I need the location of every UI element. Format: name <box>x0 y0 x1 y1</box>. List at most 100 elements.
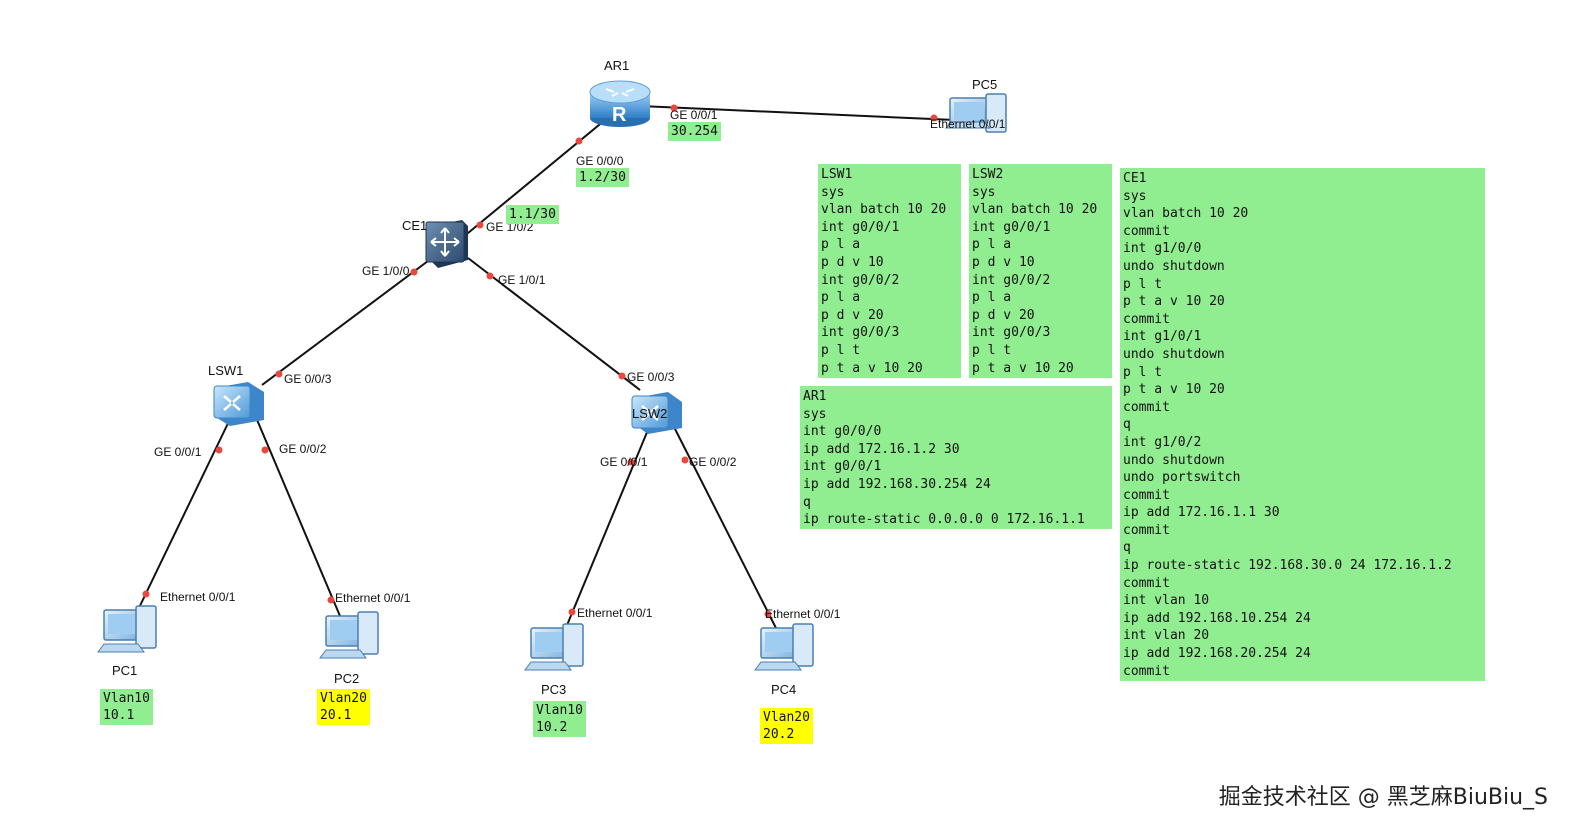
switch-lsw1-icon[interactable] <box>213 382 264 426</box>
port-label: Ethernet 0/0/1 <box>765 607 841 621</box>
config-line: sys <box>803 406 827 422</box>
vlan-label: Vlan20 <box>320 691 367 706</box>
port-label: GE 1/0/1 <box>498 273 546 287</box>
config-line: vlan batch 10 20 <box>821 202 947 218</box>
config-line: commit <box>1123 223 1170 239</box>
port-label: GE 1/0/0 <box>362 264 410 278</box>
port-dot <box>261 446 269 454</box>
config-line: ip route-static 0.0.0.0 0 172.16.1.1 <box>803 512 1085 528</box>
config-line: commit <box>1123 487 1170 503</box>
pc3-address: Vlan10 10.2 <box>533 701 586 737</box>
link-ar1-pc5 <box>639 105 956 121</box>
port-dot <box>670 104 678 112</box>
config-line: p l a <box>821 237 861 253</box>
config-title: CE1 <box>1123 171 1147 186</box>
config-line: p l t <box>1123 276 1163 292</box>
port-label: GE 0/0/0 <box>576 154 624 168</box>
port-dot <box>568 608 576 616</box>
config-line: int g0/0/1 <box>821 219 900 235</box>
port-dots <box>142 104 938 618</box>
pc2-icon[interactable] <box>319 611 379 659</box>
link-ce1-lsw2 <box>467 257 641 391</box>
vlan-label: Vlan10 <box>536 703 583 718</box>
config-line: ip add 192.168.30.254 24 <box>803 476 991 492</box>
port-label: Ethernet 0/0/1 <box>335 591 411 605</box>
port-label: Ethernet 0/0/1 <box>930 117 1006 131</box>
config-line: undo shutdown <box>1123 258 1225 274</box>
config-line: int g0/0/0 <box>803 424 882 440</box>
port-dot <box>627 458 635 466</box>
vlan-label: Vlan20 <box>763 710 810 725</box>
config-line: p t a v 10 20 <box>1123 294 1225 310</box>
config-line: p l t <box>821 342 861 358</box>
config-line: commit <box>1123 522 1170 538</box>
port-dot <box>930 114 938 122</box>
device-label-pc1: PC1 <box>112 663 137 678</box>
ip-label: 20.2 <box>763 727 795 742</box>
pc3-icon[interactable] <box>524 623 584 671</box>
config-line: p d v 20 <box>821 307 884 323</box>
port-dot <box>327 596 335 604</box>
config-line: commit <box>1123 575 1170 591</box>
port-label: GE 0/0/2 <box>279 442 327 456</box>
config-line: int g0/0/2 <box>972 272 1051 288</box>
config-line: int g1/0/1 <box>1123 329 1202 345</box>
svg-text:R: R <box>612 104 627 126</box>
config-line: p t a v 10 20 <box>1123 382 1225 398</box>
config-line: vlan batch 10 20 <box>1123 206 1249 222</box>
port-dot <box>215 446 223 454</box>
pc1-icon[interactable] <box>97 605 157 653</box>
switch-lsw2-icon[interactable] <box>631 392 682 434</box>
config-line: q <box>1123 540 1131 556</box>
device-label-pc4: PC4 <box>771 682 796 697</box>
config-line: p l t <box>972 342 1012 358</box>
config-line: p d v 20 <box>972 307 1035 323</box>
config-line: commit <box>1123 663 1170 679</box>
link-ce1-lsw1 <box>261 257 433 386</box>
config-line: p t a v 10 20 <box>821 360 923 376</box>
config-line: int g1/0/2 <box>1123 434 1202 450</box>
pc5-icon[interactable] <box>944 93 1007 133</box>
ip-label: 20.1 <box>320 708 352 723</box>
port-dot <box>410 268 418 276</box>
port-dot <box>575 137 583 145</box>
pc2-address: Vlan20 20.1 <box>317 689 370 725</box>
port-dot <box>764 610 772 618</box>
port-label: GE 0/0/1 <box>154 445 202 459</box>
device-label-ar1: AR1 <box>604 58 629 73</box>
config-line: p l a <box>972 237 1012 253</box>
config-line: sys <box>821 184 845 200</box>
config-line: commit <box>1123 399 1170 415</box>
pc4-address: Vlan20 20.2 <box>760 708 813 744</box>
config-line: ip add 172.16.1.2 30 <box>803 441 960 457</box>
pc1-address: Vlan10 10.1 <box>100 689 153 725</box>
router-ar1-icon[interactable]: R <box>589 80 651 127</box>
config-line: p t a v 10 20 <box>972 360 1074 376</box>
ip-label: 10.2 <box>536 720 568 735</box>
switch-ce1-icon[interactable] <box>425 220 468 268</box>
device-label-lsw1: LSW1 <box>208 363 243 378</box>
config-line: int g0/0/3 <box>972 325 1051 341</box>
port-dot <box>486 272 494 280</box>
config-line: p d v 10 <box>821 254 884 270</box>
pc4-icon[interactable] <box>754 623 814 671</box>
config-line: int vlan 10 <box>1123 593 1210 609</box>
config-title: AR1 <box>803 389 827 404</box>
port-label: GE 0/0/1 <box>600 455 648 469</box>
port-dot <box>681 456 689 464</box>
device-label-pc5: PC5 <box>972 77 997 92</box>
config-line: int g0/0/1 <box>972 219 1051 235</box>
config-line: int g1/0/0 <box>1123 241 1202 257</box>
port-label: GE 0/0/3 <box>284 372 332 386</box>
config-line: ip route-static 192.168.30.0 24 172.16.1… <box>1123 558 1452 574</box>
config-line: sys <box>972 184 996 200</box>
config-line: int g0/0/3 <box>821 325 900 341</box>
config-line: sys <box>1123 188 1147 204</box>
vlan-label: Vlan10 <box>103 691 150 706</box>
config-line: q <box>1123 417 1131 433</box>
port-label: GE 0/0/1 <box>670 108 718 122</box>
